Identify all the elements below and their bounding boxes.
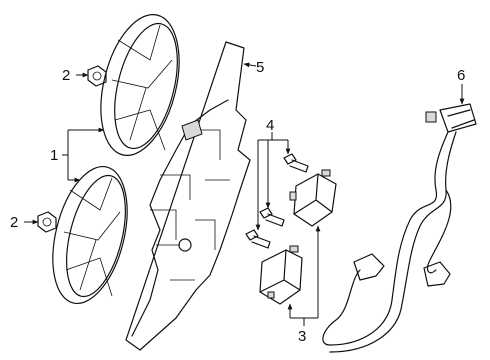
callout-5: 5 [256,59,264,76]
callout-1: 1 [50,147,58,164]
bolt-lower [245,229,271,249]
callout-6: 6 [457,67,465,84]
bolt-upper [283,153,309,173]
callout-4: 4 [266,117,274,134]
upper-module [289,169,337,227]
lower-fan-blade [52,165,128,305]
lower-nut [37,211,57,233]
upper-fan-blade [100,13,180,157]
upper-nut [87,65,107,87]
bolt-middle [259,207,285,227]
fan-shroud [125,41,251,351]
callout-3: 3 [298,328,306,345]
callout-2-lower: 2 [10,214,18,231]
wiring-harness [322,103,477,353]
callout-2-upper: 2 [62,67,70,84]
lower-module [259,245,303,305]
